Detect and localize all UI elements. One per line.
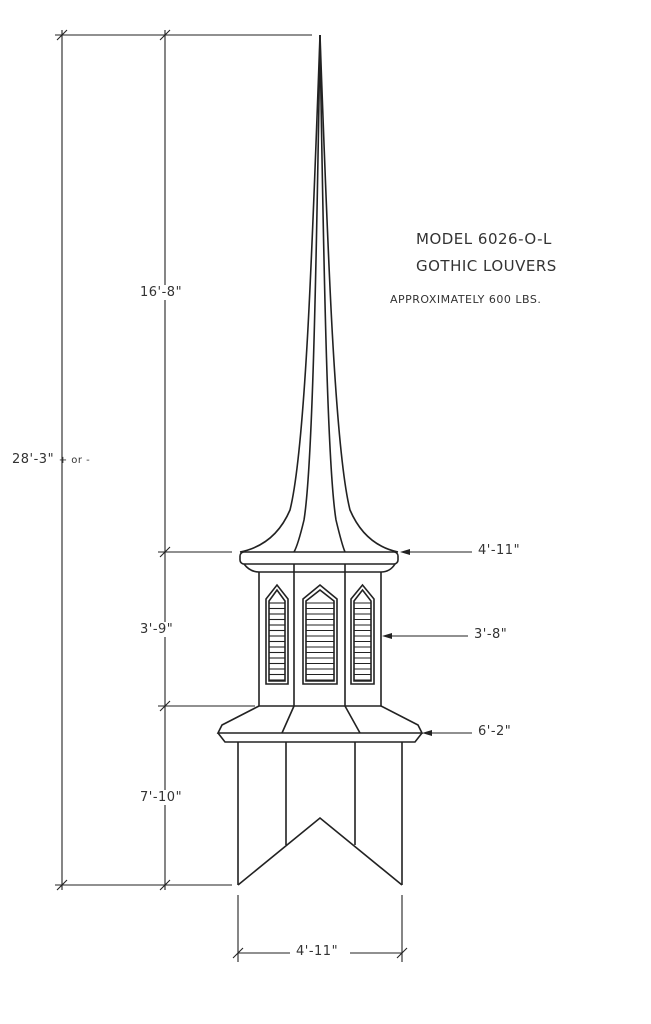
spire	[239, 34, 399, 565]
base	[237, 742, 403, 886]
spire-height-label: 16'-8"	[140, 285, 183, 300]
total-height-note: + or -	[58, 455, 91, 466]
total-height-label: 28'-3" + or -	[12, 452, 90, 467]
spire-base-width-label: 4'-11"	[478, 543, 521, 558]
total-height-value: 28'-3"	[12, 452, 55, 467]
dimension-lines	[55, 29, 472, 962]
lower-roof	[216, 705, 424, 743]
weight-note: APPROXIMATELY 600 LBS.	[390, 293, 542, 306]
base-height-label: 7'-10"	[140, 790, 183, 805]
lantern	[243, 563, 396, 707]
lantern-height-label: 3'-9"	[140, 622, 174, 637]
model-number: MODEL 6026-O-L	[416, 230, 552, 248]
lantern-width-label: 3'-8"	[474, 627, 508, 642]
base-width-label: 4'-11"	[296, 944, 339, 959]
louver-style: GOTHIC LOUVERS	[416, 257, 557, 275]
roof-width-label: 6'-2"	[478, 724, 512, 739]
